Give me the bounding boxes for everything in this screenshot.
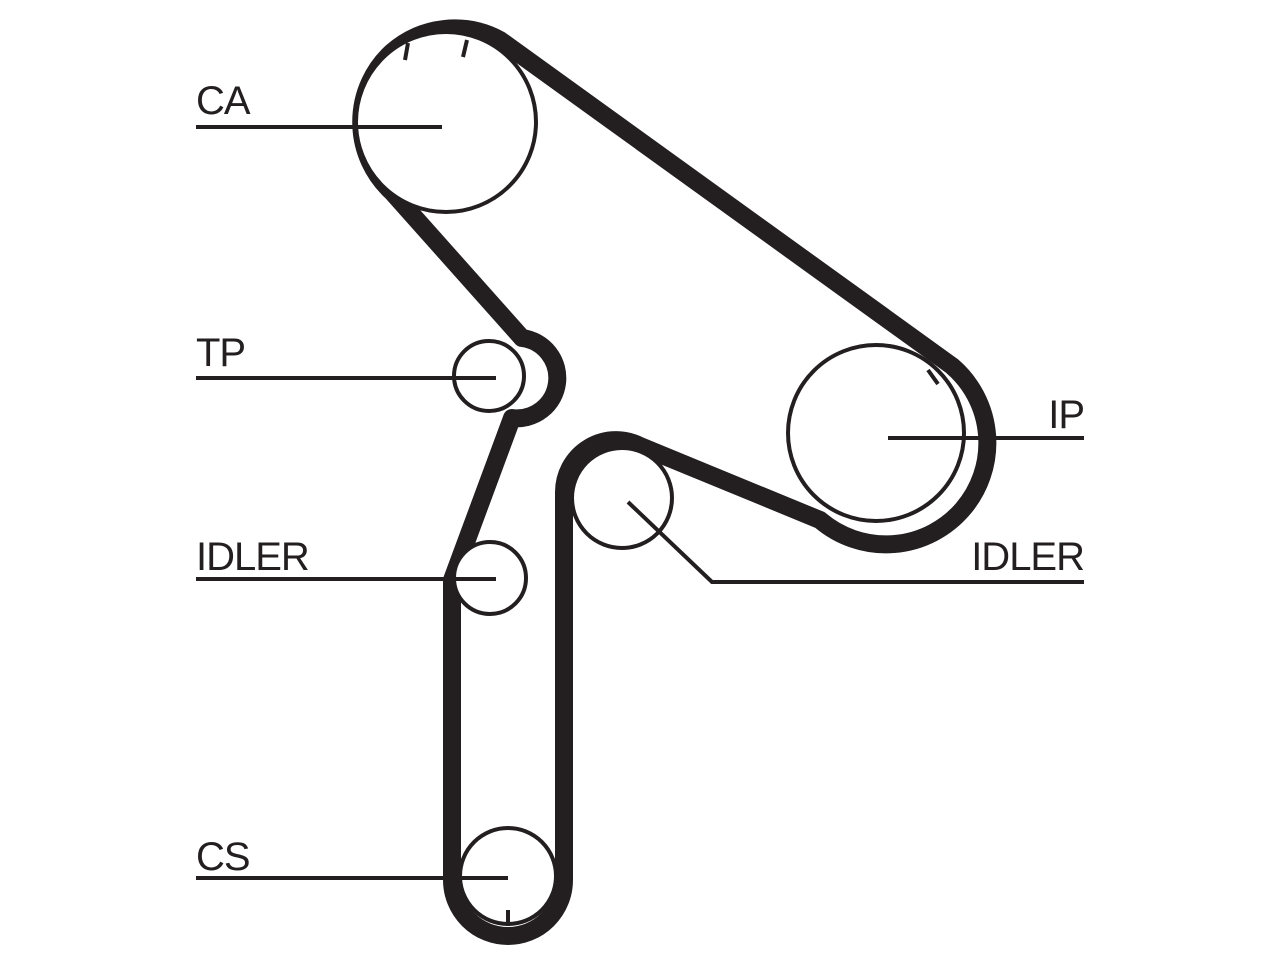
timing-mark <box>403 42 410 61</box>
camshaft-label: CA <box>196 79 251 123</box>
crankshaft-label: CS <box>196 835 250 879</box>
timing-belt <box>352 19 997 945</box>
injection-pump-pulley <box>786 343 966 523</box>
idler-right-leader-line <box>626 500 1084 584</box>
idler-pulley-right <box>570 446 674 550</box>
idler-right-label: IDLER <box>971 535 1084 579</box>
timing-mark <box>926 368 940 386</box>
tensioner-label: TP <box>196 331 245 375</box>
injection-pump-label: IP <box>1048 393 1084 437</box>
timing-mark <box>461 39 469 58</box>
camshaft-pulley <box>354 30 538 214</box>
idler-left-label: IDLER <box>196 535 309 579</box>
